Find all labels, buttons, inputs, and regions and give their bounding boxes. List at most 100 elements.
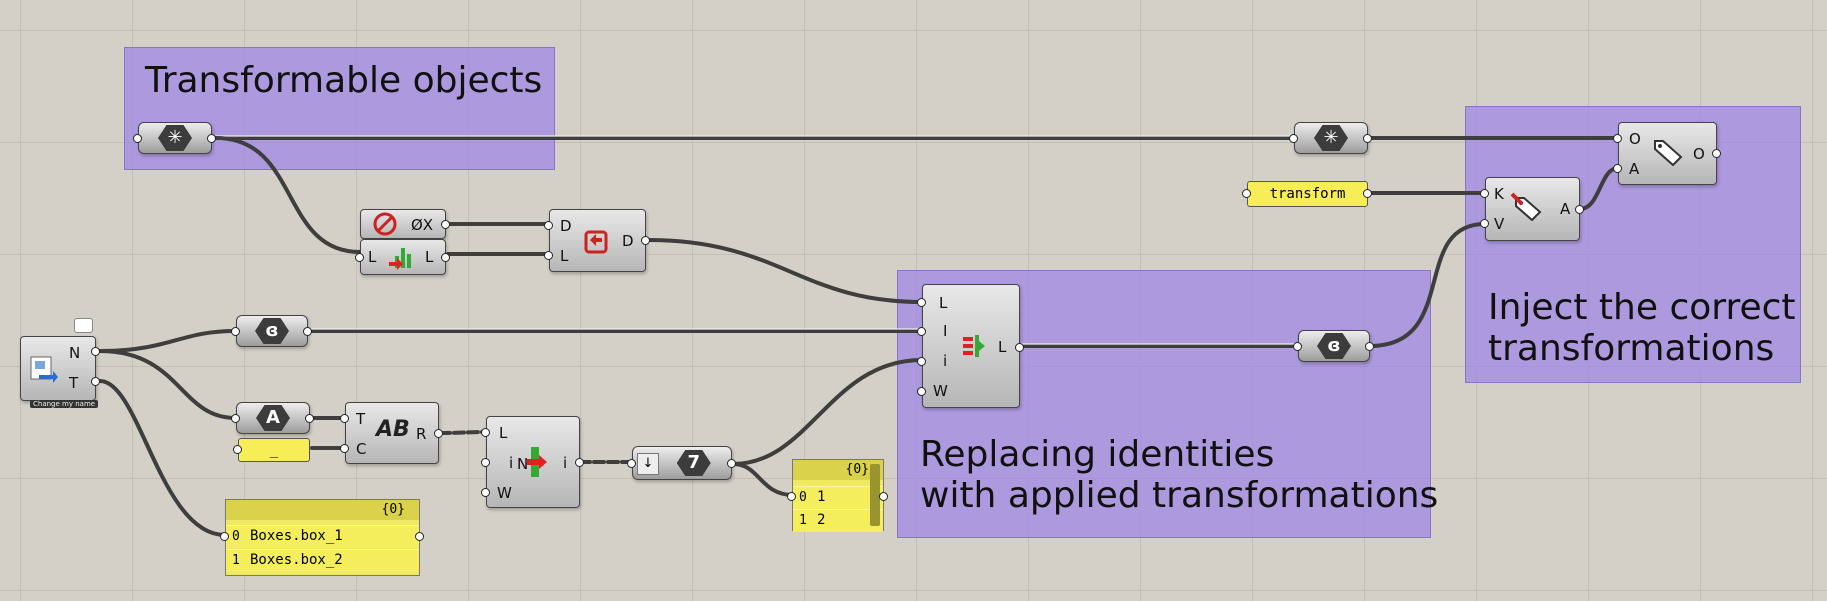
port-label-r: R bbox=[416, 425, 427, 443]
list-length-component[interactable]: L L bbox=[355, 239, 450, 275]
replace-items-icon bbox=[963, 335, 985, 357]
wire bbox=[98, 379, 227, 537]
output-grip[interactable] bbox=[1365, 342, 1374, 351]
output-grip-t[interactable] bbox=[91, 377, 100, 386]
output-grip-n[interactable] bbox=[91, 347, 100, 356]
tag-edit-icon bbox=[1510, 192, 1542, 222]
input-grip-d[interactable] bbox=[544, 221, 553, 230]
input-grip[interactable] bbox=[1289, 134, 1298, 143]
output-grip[interactable] bbox=[207, 134, 216, 143]
member-index-component[interactable]: L i W N i bbox=[481, 416, 584, 508]
port-label-v: V bbox=[1494, 215, 1505, 233]
input-grip[interactable] bbox=[231, 414, 240, 423]
output-grip[interactable] bbox=[1363, 189, 1372, 198]
string-value: transform bbox=[1269, 186, 1346, 202]
names-panel[interactable]: {0} 0 Boxes.box_1 1 Boxes.box_2 bbox=[220, 499, 424, 576]
text-join-component[interactable]: T C AB R bbox=[340, 402, 443, 464]
port-label-t: T bbox=[356, 410, 366, 428]
set-user-key-component[interactable]: K V A bbox=[1480, 177, 1584, 241]
replace-items-component[interactable]: L I i W L bbox=[917, 284, 1024, 408]
panel-scrollbar[interactable] bbox=[870, 464, 880, 526]
input-grip-w[interactable] bbox=[917, 387, 926, 396]
string-panel-underscore[interactable]: _ bbox=[233, 438, 310, 462]
port-label-i-lower: i bbox=[943, 352, 948, 370]
geometry-param[interactable]: ✳ bbox=[1289, 122, 1372, 154]
port-label-l: L bbox=[939, 294, 948, 312]
cluster-input-component[interactable]: N T bbox=[20, 336, 100, 401]
input-grip[interactable] bbox=[133, 134, 142, 143]
wire bbox=[731, 358, 924, 466]
wire bbox=[731, 462, 795, 497]
port-label-l: L bbox=[499, 424, 508, 442]
tag-icon bbox=[1654, 140, 1683, 167]
comment-bubble-icon[interactable] bbox=[74, 318, 93, 333]
panel-row: 1 2 bbox=[793, 509, 883, 532]
text-param[interactable]: A bbox=[231, 402, 314, 434]
panel-header: {0} bbox=[226, 500, 419, 520]
flatten-arrow-icon[interactable]: ↓ bbox=[637, 453, 659, 475]
output-grip[interactable] bbox=[1712, 149, 1721, 158]
port-label-k: K bbox=[1494, 185, 1504, 203]
output-grip[interactable] bbox=[303, 327, 312, 336]
null-check-component[interactable]: ØX bbox=[360, 209, 450, 239]
input-grip-v[interactable] bbox=[1480, 219, 1489, 228]
set-user-attribute-component[interactable]: O A O bbox=[1613, 122, 1721, 185]
output-grip[interactable] bbox=[1363, 134, 1372, 143]
port-label-d-out: D bbox=[622, 232, 634, 250]
member-index-icon: N bbox=[517, 447, 547, 477]
input-grip-a[interactable] bbox=[1613, 164, 1622, 173]
generic-data-param[interactable]: ɞ bbox=[231, 315, 312, 347]
group-replacing-identities[interactable]: Replacing identities with applied transf… bbox=[897, 270, 1438, 538]
port-label-w: W bbox=[933, 382, 948, 400]
port-label-a: A bbox=[1560, 200, 1571, 218]
index-panel[interactable]: {0} 0 1 1 2 bbox=[787, 459, 888, 532]
input-grip-n[interactable] bbox=[481, 458, 490, 467]
dispatch-component[interactable]: D L D bbox=[544, 209, 650, 272]
integer-value: 7 bbox=[676, 450, 711, 476]
integer-param[interactable]: ↓ 7 bbox=[627, 446, 736, 480]
output-grip[interactable] bbox=[441, 220, 450, 229]
output-grip[interactable] bbox=[1575, 205, 1584, 214]
output-grip[interactable] bbox=[641, 236, 650, 245]
output-grip[interactable] bbox=[575, 458, 584, 467]
geometry-param[interactable]: ✳ bbox=[133, 122, 216, 154]
input-grip[interactable] bbox=[355, 253, 364, 262]
input-grip-o[interactable] bbox=[1613, 134, 1622, 143]
input-grip-l[interactable] bbox=[544, 251, 553, 260]
input-grip-c[interactable] bbox=[340, 444, 349, 453]
input-grip-k[interactable] bbox=[1480, 189, 1489, 198]
port-label-n: N bbox=[69, 344, 81, 362]
input-grip-w[interactable] bbox=[481, 488, 490, 497]
port-label-t: T bbox=[69, 374, 79, 392]
input-grip-i-lower[interactable] bbox=[917, 357, 926, 366]
group-title: Replacing identities with applied transf… bbox=[920, 434, 1439, 516]
generic-data-param[interactable]: ɞ bbox=[1293, 330, 1374, 362]
panel-row: 0 1 bbox=[793, 486, 883, 509]
output-grip[interactable] bbox=[441, 253, 450, 262]
output-grip[interactable] bbox=[434, 429, 443, 438]
output-grip[interactable] bbox=[727, 459, 736, 468]
input-grip-l[interactable] bbox=[481, 428, 490, 437]
output-grip[interactable] bbox=[415, 532, 424, 541]
input-grip[interactable] bbox=[233, 445, 242, 454]
input-grip-i-upper[interactable] bbox=[917, 327, 926, 336]
input-grip[interactable] bbox=[787, 492, 796, 501]
input-grip[interactable] bbox=[220, 532, 229, 541]
input-grip-t[interactable] bbox=[340, 414, 349, 423]
input-grip[interactable] bbox=[627, 459, 636, 468]
port-label-null: ØX bbox=[411, 216, 434, 234]
wire bbox=[98, 349, 237, 420]
input-grip-l[interactable] bbox=[917, 298, 926, 307]
input-grip[interactable] bbox=[231, 327, 240, 336]
string-panel-transform[interactable]: transform bbox=[1242, 181, 1372, 207]
output-grip[interactable] bbox=[879, 492, 888, 501]
wire bbox=[98, 329, 237, 353]
port-label-o-in: O bbox=[1629, 130, 1641, 148]
output-grip[interactable] bbox=[305, 414, 314, 423]
output-grip[interactable] bbox=[1015, 343, 1024, 352]
string-value: _ bbox=[269, 442, 279, 458]
null-check-icon bbox=[373, 212, 397, 236]
input-grip[interactable] bbox=[1293, 342, 1302, 351]
input-grip[interactable] bbox=[1242, 189, 1251, 198]
